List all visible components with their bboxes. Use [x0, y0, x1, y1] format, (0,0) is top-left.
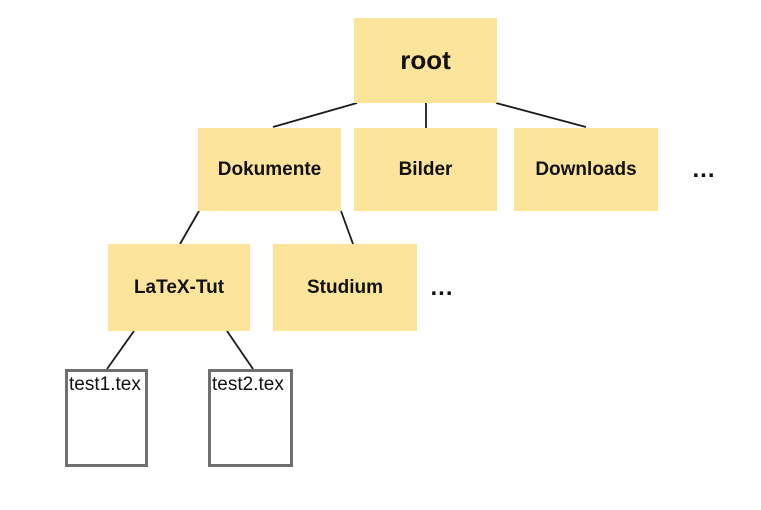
node-root-label: root [400, 45, 451, 75]
edge-dokumente-studium [340, 210, 354, 245]
file-test1-tex: test1.tex [65, 369, 148, 467]
node-root: root [354, 18, 497, 103]
node-studium-label: Studium [307, 276, 383, 298]
ellipsis-level3: ... [422, 244, 462, 331]
node-downloads: Downloads [514, 128, 658, 211]
node-downloads-label: Downloads [535, 158, 637, 180]
edge-latex-tut-test2 [226, 330, 254, 370]
edge-root-downloads [495, 102, 587, 128]
node-bilder-label: Bilder [398, 158, 453, 180]
file-test1-tex-label: test1.tex [69, 374, 141, 395]
node-bilder: Bilder [354, 128, 497, 211]
ellipsis-level2-label: ... [692, 155, 716, 183]
node-dokumente-label: Dokumente [217, 158, 322, 180]
edge-dokumente-latex-tut [179, 210, 200, 245]
ellipsis-level2: ... [684, 128, 724, 211]
node-latex-tut-label: LaTeX-Tut [133, 276, 225, 298]
node-latex-tut: LaTeX-Tut [108, 244, 250, 331]
file-test2-tex: test2.tex [208, 369, 293, 467]
node-dokumente: Dokumente [198, 128, 341, 211]
edge-latex-tut-test1 [106, 330, 135, 370]
ellipsis-level3-label: ... [430, 273, 454, 301]
edge-root-dokumente [272, 102, 358, 128]
node-studium: Studium [273, 244, 417, 331]
file-test2-tex-label: test2.tex [212, 374, 284, 395]
